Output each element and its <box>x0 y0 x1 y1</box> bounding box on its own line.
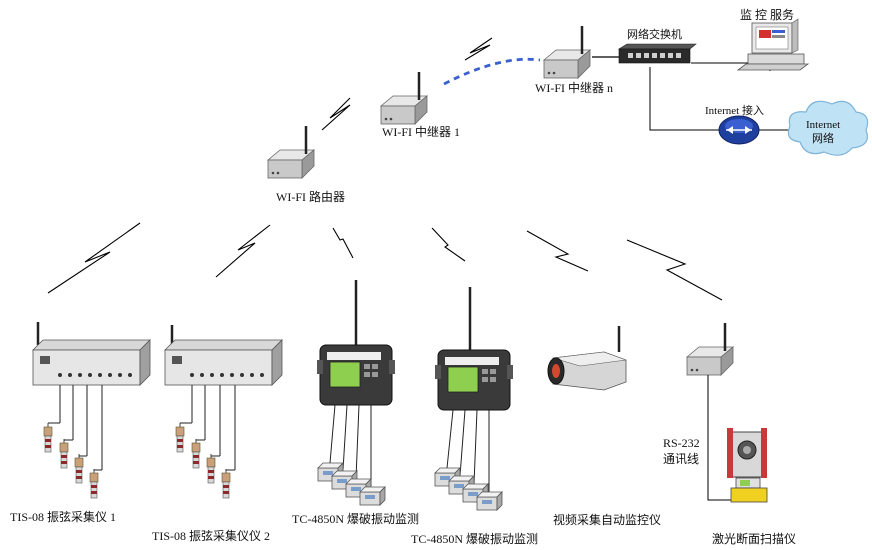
label-network-switch: 网络交换机 <box>627 29 682 41</box>
tis08-collector-1 <box>32 322 151 499</box>
device-label-tis08-2: TIS-08 振弦采集仪仪 2 <box>152 529 270 543</box>
wireless-bolt-icon <box>464 37 493 61</box>
wireless-bolt-icon <box>332 227 354 259</box>
wireless-bolt-icon <box>47 222 141 294</box>
internet-cloud <box>787 100 869 156</box>
device-label-tc4850n-2: TC-4850N 爆破振动监测 <box>411 532 538 546</box>
device-label-laser: 激光断面扫描仪 <box>712 532 797 546</box>
label-internet-cloud-2: 网络 <box>812 133 834 145</box>
internet-access-node <box>718 115 760 145</box>
device-label-video: 视频采集自动监控仪 <box>553 513 662 527</box>
label-internet-access: Internet 接入 <box>705 105 764 117</box>
label-rs232-2: 通讯线 <box>663 452 700 466</box>
wifi-router <box>266 124 316 180</box>
wireless-bolts <box>47 37 723 301</box>
label-rs232-1: RS-232 <box>663 436 700 450</box>
laser-section-scanner <box>727 428 768 503</box>
wireless-bolt-icon <box>215 224 271 278</box>
label-internet-cloud-1: Internet <box>806 119 841 131</box>
switch-internet-link <box>649 67 720 131</box>
label-wifi-router: WI-FI 路由器 <box>276 190 345 204</box>
wifi-repeater-n <box>542 24 592 80</box>
tis08-collector-2 <box>164 325 283 499</box>
label-wifi-repeater-1: WI-FI 中继器 1 <box>382 125 460 139</box>
device-label-tc4850n-1: TC-4850N 爆破振动监测 <box>292 512 419 526</box>
wireless-bolt-icon <box>526 230 589 272</box>
network-switch <box>617 43 697 64</box>
wireless-bolt-icon <box>321 97 351 131</box>
label-monitor-service: 监 控 服务 <box>740 8 795 22</box>
rs232-cable <box>707 375 738 501</box>
wifi-repeater-1 <box>379 70 429 126</box>
laser-wifi-box <box>685 321 735 377</box>
wireless-bolt-icon <box>431 227 466 262</box>
wireless-bolt-icon <box>626 239 723 301</box>
tc4850n-monitor-2 <box>434 287 513 511</box>
wireless-dashed-link <box>443 57 541 86</box>
video-camera <box>547 326 627 391</box>
label-wifi-repeater-n: WI-FI 中继器 n <box>535 81 613 95</box>
tc4850n-monitor-1 <box>317 280 395 506</box>
device-label-tis08-1: TIS-08 振弦采集仪 1 <box>10 510 116 524</box>
monitor-server-pc <box>736 18 810 71</box>
